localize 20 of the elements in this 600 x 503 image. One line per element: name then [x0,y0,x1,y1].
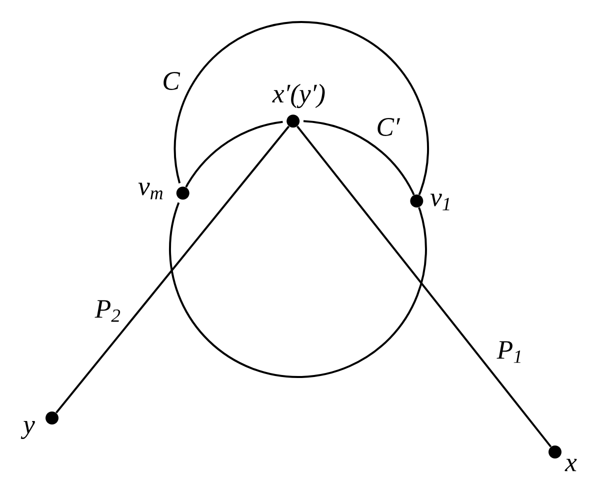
point-label: v$_{m}$ [138,182,163,200]
edge-label: P$_{2}$ [94,298,122,324]
point-label: x [564,458,577,472]
point-label: v$_{1}$ [430,194,450,210]
edge-label: C′ [374,116,402,138]
dot [46,412,58,424]
point-label: x′(y′) [272,84,325,108]
arc [169,202,427,378]
dot [176,186,190,200]
dot [410,194,424,208]
dot [286,114,300,128]
line [56,126,290,414]
arc [303,120,415,196]
arc [174,21,429,196]
dot [548,446,562,458]
edge-label: P$_{1}$ [496,340,524,364]
point-label: y [20,421,35,439]
edge-label: C [160,70,182,92]
line [296,126,552,448]
arc [185,120,283,188]
